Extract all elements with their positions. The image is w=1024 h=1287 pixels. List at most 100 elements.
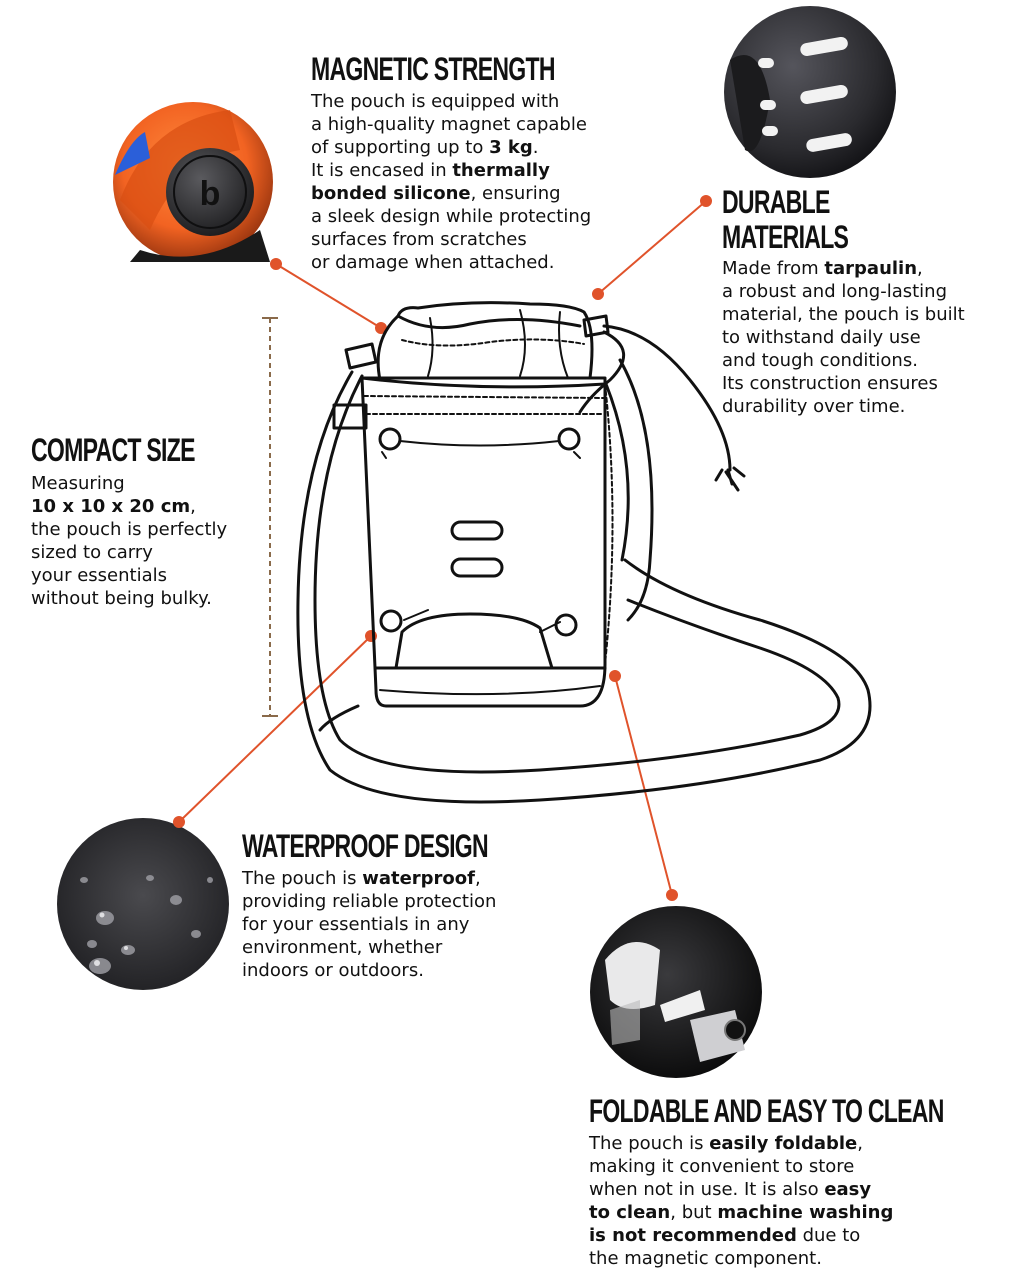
text-line: a high-quality magnet capable (311, 113, 591, 136)
text-line: environment, whether (242, 936, 496, 959)
text-line: The pouch is easily foldable, (589, 1132, 893, 1155)
durable-title-line: MATERIALS (722, 219, 849, 255)
durable-materials-description: Made from tarpaulin,a robust and long-la… (722, 257, 965, 418)
text-line: to withstand daily use (722, 326, 965, 349)
text-run: Made from (722, 258, 825, 279)
compact-size-title: COMPACT SIZE (31, 432, 195, 468)
text-run: . (532, 137, 539, 158)
text-run: environment, whether (242, 937, 443, 958)
bold-text: 3 kg (489, 137, 533, 158)
text-line: or damage when attached. (311, 251, 591, 274)
magnetic-strength-title: MAGNETIC STRENGTH (311, 51, 555, 87)
pouch-outline (296, 301, 872, 804)
bold-text: tarpaulin (824, 258, 918, 279)
water-droplet-photo (57, 818, 229, 990)
text-run: Its construction ensures (722, 373, 938, 394)
text-line: The pouch is equipped with (311, 90, 591, 113)
text-run: The pouch is (589, 1133, 710, 1154)
text-line: durability over time. (722, 395, 965, 418)
waterproof-leader (173, 630, 377, 828)
text-run: for your essentials in any (242, 914, 470, 935)
text-run: or damage when attached. (311, 252, 555, 273)
text-line: Made from tarpaulin, (722, 257, 965, 280)
text-run: to withstand daily use (722, 327, 921, 348)
text-line: your essentials (31, 564, 227, 587)
text-run: when not in use. It is also (589, 1179, 825, 1200)
text-line: surfaces from scratches (311, 228, 591, 251)
text-line: the pouch is perfectly (31, 518, 227, 541)
text-run: The pouch is (242, 868, 363, 889)
bold-text: bonded silicone (311, 183, 471, 204)
waterproof-design-title: WATERPROOF DESIGN (242, 828, 489, 864)
bold-text: waterproof (362, 868, 475, 889)
text-line: to clean, but machine washing (589, 1201, 893, 1224)
text-line: of supporting up to 3 kg. (311, 136, 591, 159)
text-run: , (917, 258, 923, 279)
text-line: material, the pouch is built (722, 303, 965, 326)
foldable-title: FOLDABLE AND EASY TO CLEAN (589, 1093, 944, 1129)
text-line: is not recommended due to (589, 1224, 893, 1247)
durable-leader (592, 195, 712, 300)
text-run: a sleek design while protecting (311, 206, 592, 227)
text-run: due to (796, 1225, 861, 1246)
foldable-description: The pouch is easily foldable,making it c… (589, 1132, 893, 1270)
tarpaulin-photo (724, 6, 896, 178)
durable-materials-title: DURABLE MATERIALS (722, 184, 849, 255)
text-run: without being bulky. (31, 588, 212, 609)
text-run: The pouch is equipped with (311, 91, 560, 112)
text-run: , but (670, 1202, 718, 1223)
text-line: providing reliable protection (242, 890, 496, 913)
text-run: and tough conditions. (722, 350, 918, 371)
text-line: for your essentials in any (242, 913, 496, 936)
bold-text: is not recommended (589, 1225, 797, 1246)
text-run: , (474, 868, 481, 889)
text-line: bonded silicone, ensuring (311, 182, 591, 205)
durable-title-line: DURABLE (722, 184, 830, 220)
bold-text: easy (824, 1179, 872, 1200)
text-run: your essentials (31, 565, 167, 586)
text-run: a high-quality magnet capable (311, 114, 587, 135)
text-line: a sleek design while protecting (311, 205, 591, 228)
waterproof-design-description: The pouch is waterproof,providing reliab… (242, 867, 496, 982)
text-line: and tough conditions. (722, 349, 965, 372)
text-run: , (190, 496, 196, 517)
text-line: Its construction ensures (722, 372, 965, 395)
text-line: It is encased in thermally (311, 159, 591, 182)
bold-text: 10 x 10 x 20 cm (31, 496, 191, 517)
text-run: a robust and long-lasting (722, 281, 947, 302)
height-dimension (262, 317, 278, 717)
bold-text: machine washing (717, 1202, 894, 1223)
text-run: durability over time. (722, 396, 906, 417)
magnet-photo: b (113, 102, 273, 262)
text-run: , (857, 1133, 863, 1154)
text-line: sized to carry (31, 541, 227, 564)
text-run: surfaces from scratches (311, 229, 527, 250)
text-run: the magnetic component. (589, 1248, 822, 1269)
bold-text: to clean (589, 1202, 671, 1223)
text-run: indoors or outdoors. (242, 960, 424, 981)
text-run: the pouch is perfectly (31, 519, 228, 540)
text-line: 10 x 10 x 20 cm, (31, 495, 227, 518)
magnet-leader (270, 258, 387, 334)
magnet-icon (166, 148, 254, 236)
text-line: making it convenient to store (589, 1155, 893, 1178)
text-run: It is encased in (311, 160, 453, 181)
text-line: The pouch is waterproof, (242, 867, 496, 890)
text-line: a robust and long-lasting (722, 280, 965, 303)
pouch-interior-photo (590, 906, 762, 1078)
foldable-leader (609, 670, 678, 901)
text-line: without being bulky. (31, 587, 227, 610)
bold-text: easily foldable (709, 1133, 858, 1154)
text-line: the magnetic component. (589, 1247, 893, 1270)
text-run: Measuring (31, 473, 125, 494)
text-run: , ensuring (470, 183, 561, 204)
text-line: Measuring (31, 472, 227, 495)
text-line: when not in use. It is also easy (589, 1178, 893, 1201)
bold-text: thermally (452, 160, 550, 181)
text-run: making it convenient to store (589, 1156, 855, 1177)
svg-text:b: b (200, 175, 221, 213)
text-run: sized to carry (31, 542, 153, 563)
